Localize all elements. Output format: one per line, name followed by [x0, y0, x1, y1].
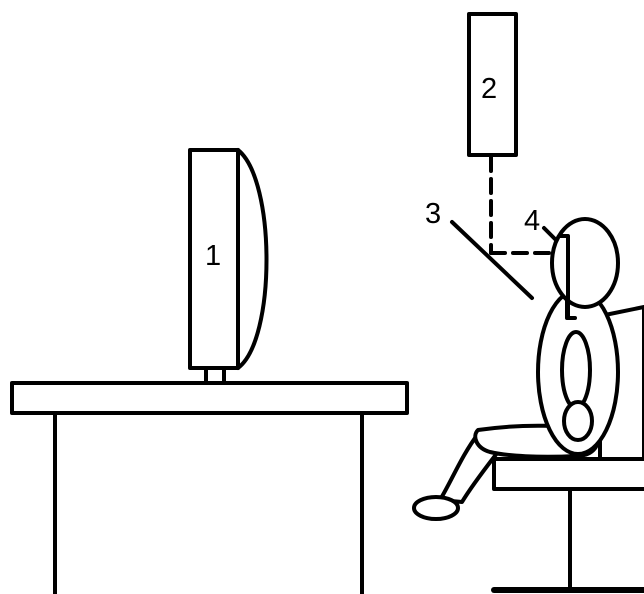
chair-seat — [492, 457, 644, 491]
desk-top — [10, 381, 409, 415]
person-head — [550, 217, 620, 309]
monitor-screen — [188, 148, 240, 370]
label-4: 4 — [524, 205, 540, 237]
overhead-device — [467, 12, 518, 157]
person-upper-arm — [560, 330, 592, 410]
desk — [10, 381, 409, 594]
person-hand — [562, 400, 594, 442]
label-3: 3 — [425, 198, 441, 230]
label-2: 2 — [481, 73, 497, 105]
person — [412, 217, 620, 521]
monitor — [188, 148, 269, 385]
person-foot — [412, 495, 460, 521]
dashed-line-of-sight — [489, 155, 567, 255]
pointer-4-line — [542, 226, 558, 242]
label-1: 1 — [205, 240, 221, 272]
monitor-back — [236, 148, 269, 370]
pointer-3-line — [450, 220, 534, 300]
person-eye-marker — [558, 234, 577, 320]
monitor-stand — [204, 366, 226, 385]
